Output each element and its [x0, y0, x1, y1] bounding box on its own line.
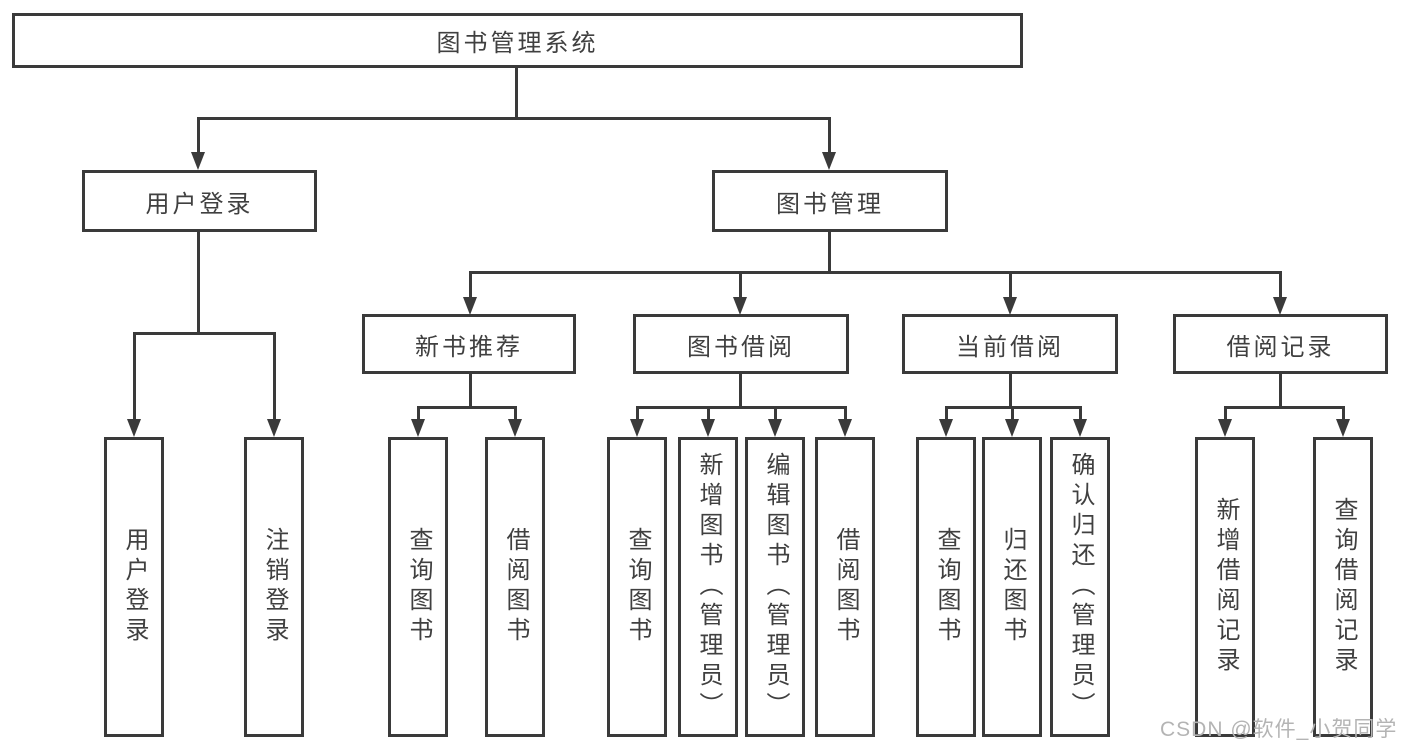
- leaf-borrow-query-books-label: 查询图书: [624, 527, 651, 647]
- leaf-logout: 注销登录: [244, 437, 304, 737]
- leaf-records-query-record: 查询借阅记录: [1313, 437, 1373, 737]
- leaf-current-query-books: 查询图书: [916, 437, 976, 737]
- leaf-borrow-add-books-admin-label: 新增图书（管理员）: [695, 452, 722, 722]
- connector-line: [1342, 406, 1345, 421]
- connector-line: [1224, 406, 1345, 409]
- connector-line: [417, 406, 420, 421]
- node-current-borrow: 当前借阅: [902, 314, 1118, 374]
- leaf-recommend-borrow-books-label: 借阅图书: [502, 527, 529, 647]
- arrow-down-icon: [768, 419, 782, 437]
- leaf-user-login: 用户登录: [104, 437, 164, 737]
- leaf-borrow-add-books-admin: 新增图书（管理员）: [678, 437, 738, 737]
- node-root: 图书管理系统: [12, 13, 1023, 68]
- connector-line: [197, 117, 831, 120]
- connector-line: [1279, 373, 1282, 409]
- arrow-down-icon: [411, 419, 425, 437]
- leaf-borrow-query-books: 查询图书: [607, 437, 667, 737]
- leaf-recommend-borrow-books: 借阅图书: [485, 437, 545, 737]
- arrow-down-icon: [630, 419, 644, 437]
- connector-line: [273, 332, 276, 421]
- arrow-down-icon: [1005, 419, 1019, 437]
- connector-line: [1079, 406, 1082, 421]
- connector-line: [469, 271, 1282, 274]
- arrow-down-icon: [1218, 419, 1232, 437]
- arrow-down-icon: [1336, 419, 1350, 437]
- arrow-down-icon: [733, 297, 747, 315]
- node-book-management: 图书管理: [712, 170, 948, 232]
- connector-line: [469, 373, 472, 409]
- arrow-down-icon: [1003, 297, 1017, 315]
- leaf-records-add-record: 新增借阅记录: [1195, 437, 1255, 737]
- leaf-borrow-edit-books-admin-label: 编辑图书（管理员）: [762, 452, 789, 722]
- arrow-down-icon: [939, 419, 953, 437]
- arrow-down-icon: [1273, 297, 1287, 315]
- connector-line: [636, 406, 847, 409]
- node-user-login-label: 用户登录: [145, 190, 254, 218]
- connector-line: [828, 117, 831, 154]
- connector-line: [133, 332, 136, 421]
- arrow-down-icon: [822, 152, 836, 170]
- leaf-borrow-edit-books-admin: 编辑图书（管理员）: [745, 437, 805, 737]
- connector-line: [707, 406, 710, 421]
- connector-line: [197, 232, 200, 335]
- leaf-current-query-books-label: 查询图书: [933, 527, 960, 647]
- node-root-label: 图书管理系统: [436, 30, 599, 57]
- leaf-recommend-query-books-label: 查询图书: [405, 527, 432, 647]
- node-new-book-recommend-label: 新书推荐: [415, 333, 523, 361]
- connector-line: [1011, 406, 1014, 421]
- connector-line: [1224, 406, 1227, 421]
- leaf-records-add-record-label: 新增借阅记录: [1212, 497, 1239, 677]
- node-book-management-label: 图书管理: [776, 190, 884, 218]
- arrow-down-icon: [838, 419, 852, 437]
- node-book-borrow: 图书借阅: [633, 314, 849, 374]
- connector-line: [1009, 271, 1012, 300]
- node-current-borrow-label: 当前借阅: [956, 333, 1064, 361]
- connector-line: [515, 68, 518, 120]
- connector-line: [945, 406, 948, 421]
- connector-line: [636, 406, 639, 421]
- arrow-down-icon: [267, 419, 281, 437]
- connector-line: [844, 406, 847, 421]
- connector-line: [739, 373, 742, 409]
- connector-line: [828, 232, 831, 274]
- leaf-current-return-books-label: 归还图书: [999, 527, 1026, 647]
- arrow-down-icon: [1073, 419, 1087, 437]
- leaf-borrow-borrow-books-label: 借阅图书: [832, 527, 859, 647]
- arrow-down-icon: [191, 152, 205, 170]
- connector-line: [197, 117, 200, 154]
- leaf-borrow-borrow-books: 借阅图书: [815, 437, 875, 737]
- connector-line: [774, 406, 777, 421]
- node-borrow-records: 借阅记录: [1173, 314, 1388, 374]
- leaf-recommend-query-books: 查询图书: [388, 437, 448, 737]
- connector-line: [1279, 271, 1282, 300]
- node-new-book-recommend: 新书推荐: [362, 314, 576, 374]
- arrow-down-icon: [701, 419, 715, 437]
- node-user-login: 用户登录: [82, 170, 317, 232]
- connector-line: [417, 406, 517, 409]
- arrow-down-icon: [508, 419, 522, 437]
- connector-line: [469, 271, 472, 300]
- connector-line: [133, 332, 276, 335]
- node-borrow-records-label: 借阅记录: [1226, 333, 1335, 361]
- connector-line: [514, 406, 517, 421]
- leaf-user-login-label: 用户登录: [121, 527, 148, 647]
- arrow-down-icon: [127, 419, 141, 437]
- leaf-current-confirm-return-admin: 确认归还（管理员）: [1050, 437, 1110, 737]
- leaf-records-query-record-label: 查询借阅记录: [1330, 497, 1357, 677]
- leaf-current-return-books: 归还图书: [982, 437, 1042, 737]
- leaf-logout-label: 注销登录: [261, 527, 288, 647]
- node-book-borrow-label: 图书借阅: [687, 333, 795, 361]
- arrow-down-icon: [463, 297, 477, 315]
- connector-line: [739, 271, 742, 300]
- connector-line: [1009, 373, 1012, 409]
- leaf-current-confirm-return-admin-label: 确认归还（管理员）: [1067, 452, 1094, 722]
- csdn-watermark: CSDN @软件_小贺同学: [1160, 718, 1398, 741]
